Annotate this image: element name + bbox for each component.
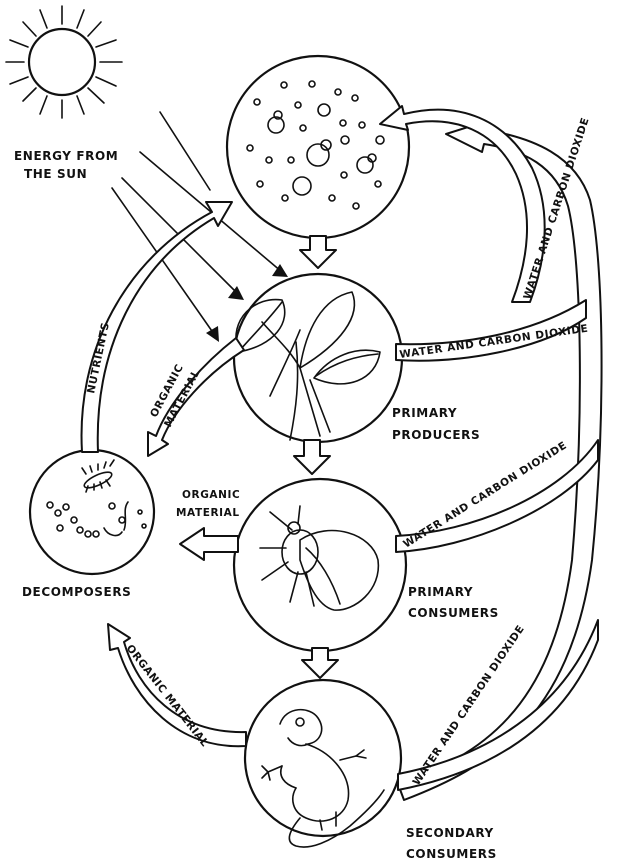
fly-icon [260,506,378,610]
producers-label-line1: PRIMARY [392,406,457,420]
producers-circle [234,274,402,442]
energy-label-line2: THE SUN [24,167,87,181]
decomposers-label: DECOMPOSERS [22,585,131,599]
water-co2-label-2: WATER AND CARBON DIOXIDE [399,323,589,361]
primary-consumers-label-line2: CONSUMERS [408,606,499,620]
primary-consumers-circle [234,479,406,651]
decomposers-circle [30,450,154,574]
organic-material-consumers-arrow [180,528,238,560]
producers-label-line2: PRODUCERS [392,428,480,442]
co2-return-outer [398,122,602,800]
secondary-consumers-circle [245,680,401,836]
organic-label-mid-line2: MATERIAL [176,507,240,519]
nutrient-pool [227,56,409,238]
secondary-consumers-label-line1: SECONDARY [406,826,494,840]
organic-label-bottom: ORGANIC MATERIAL [124,642,211,749]
secondary-consumers-label-line2: CONSUMERS [406,847,497,861]
arrow-nutrients-to-producers [300,236,336,268]
arrow-producers-to-consumers [294,440,330,474]
sun-icon [6,6,122,118]
microbe-icon [47,460,146,537]
organic-material-secondary-arrow [108,624,246,746]
primary-consumers-label-line1: PRIMARY [408,585,473,599]
arrow-primary-to-secondary [302,648,338,678]
organic-label-mid-line1: ORGANIC [182,489,240,501]
salamander-icon [262,710,384,847]
energy-label-line1: ENERGY FROM [14,149,118,163]
